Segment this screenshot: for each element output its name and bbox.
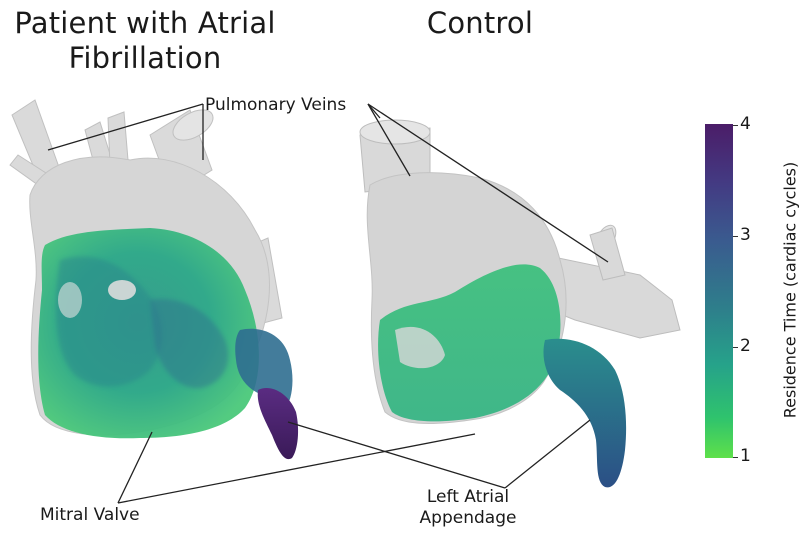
label-pulmonary-veins: Pulmonary Veins bbox=[205, 95, 346, 116]
label-left-atrial-appendage: Left Atrial Appendage bbox=[408, 487, 528, 529]
colorbar-tick-3: 3 bbox=[740, 225, 751, 245]
label-laa-line1: Left Atrial bbox=[408, 487, 528, 508]
colorbar-tick-1: 1 bbox=[740, 446, 751, 466]
colorbar-tickmark bbox=[733, 125, 738, 126]
colorbar-tick-4: 4 bbox=[740, 114, 751, 134]
colorbar-tickmark bbox=[733, 347, 738, 348]
title-control: Control bbox=[395, 6, 565, 41]
colorbar-title: Residence Time (cardiac cycles) bbox=[781, 162, 800, 419]
af-heart bbox=[10, 100, 298, 459]
colorbar-tickmark bbox=[733, 457, 738, 458]
colorbar-tickmark bbox=[733, 236, 738, 237]
residence-time-colorbar bbox=[705, 124, 733, 458]
label-mitral-valve: Mitral Valve bbox=[40, 505, 140, 526]
control-left-atrial-appendage bbox=[543, 339, 626, 488]
colorbar-tick-2: 2 bbox=[740, 336, 751, 356]
label-laa-line2: Appendage bbox=[408, 508, 528, 529]
control-heart bbox=[360, 120, 680, 487]
